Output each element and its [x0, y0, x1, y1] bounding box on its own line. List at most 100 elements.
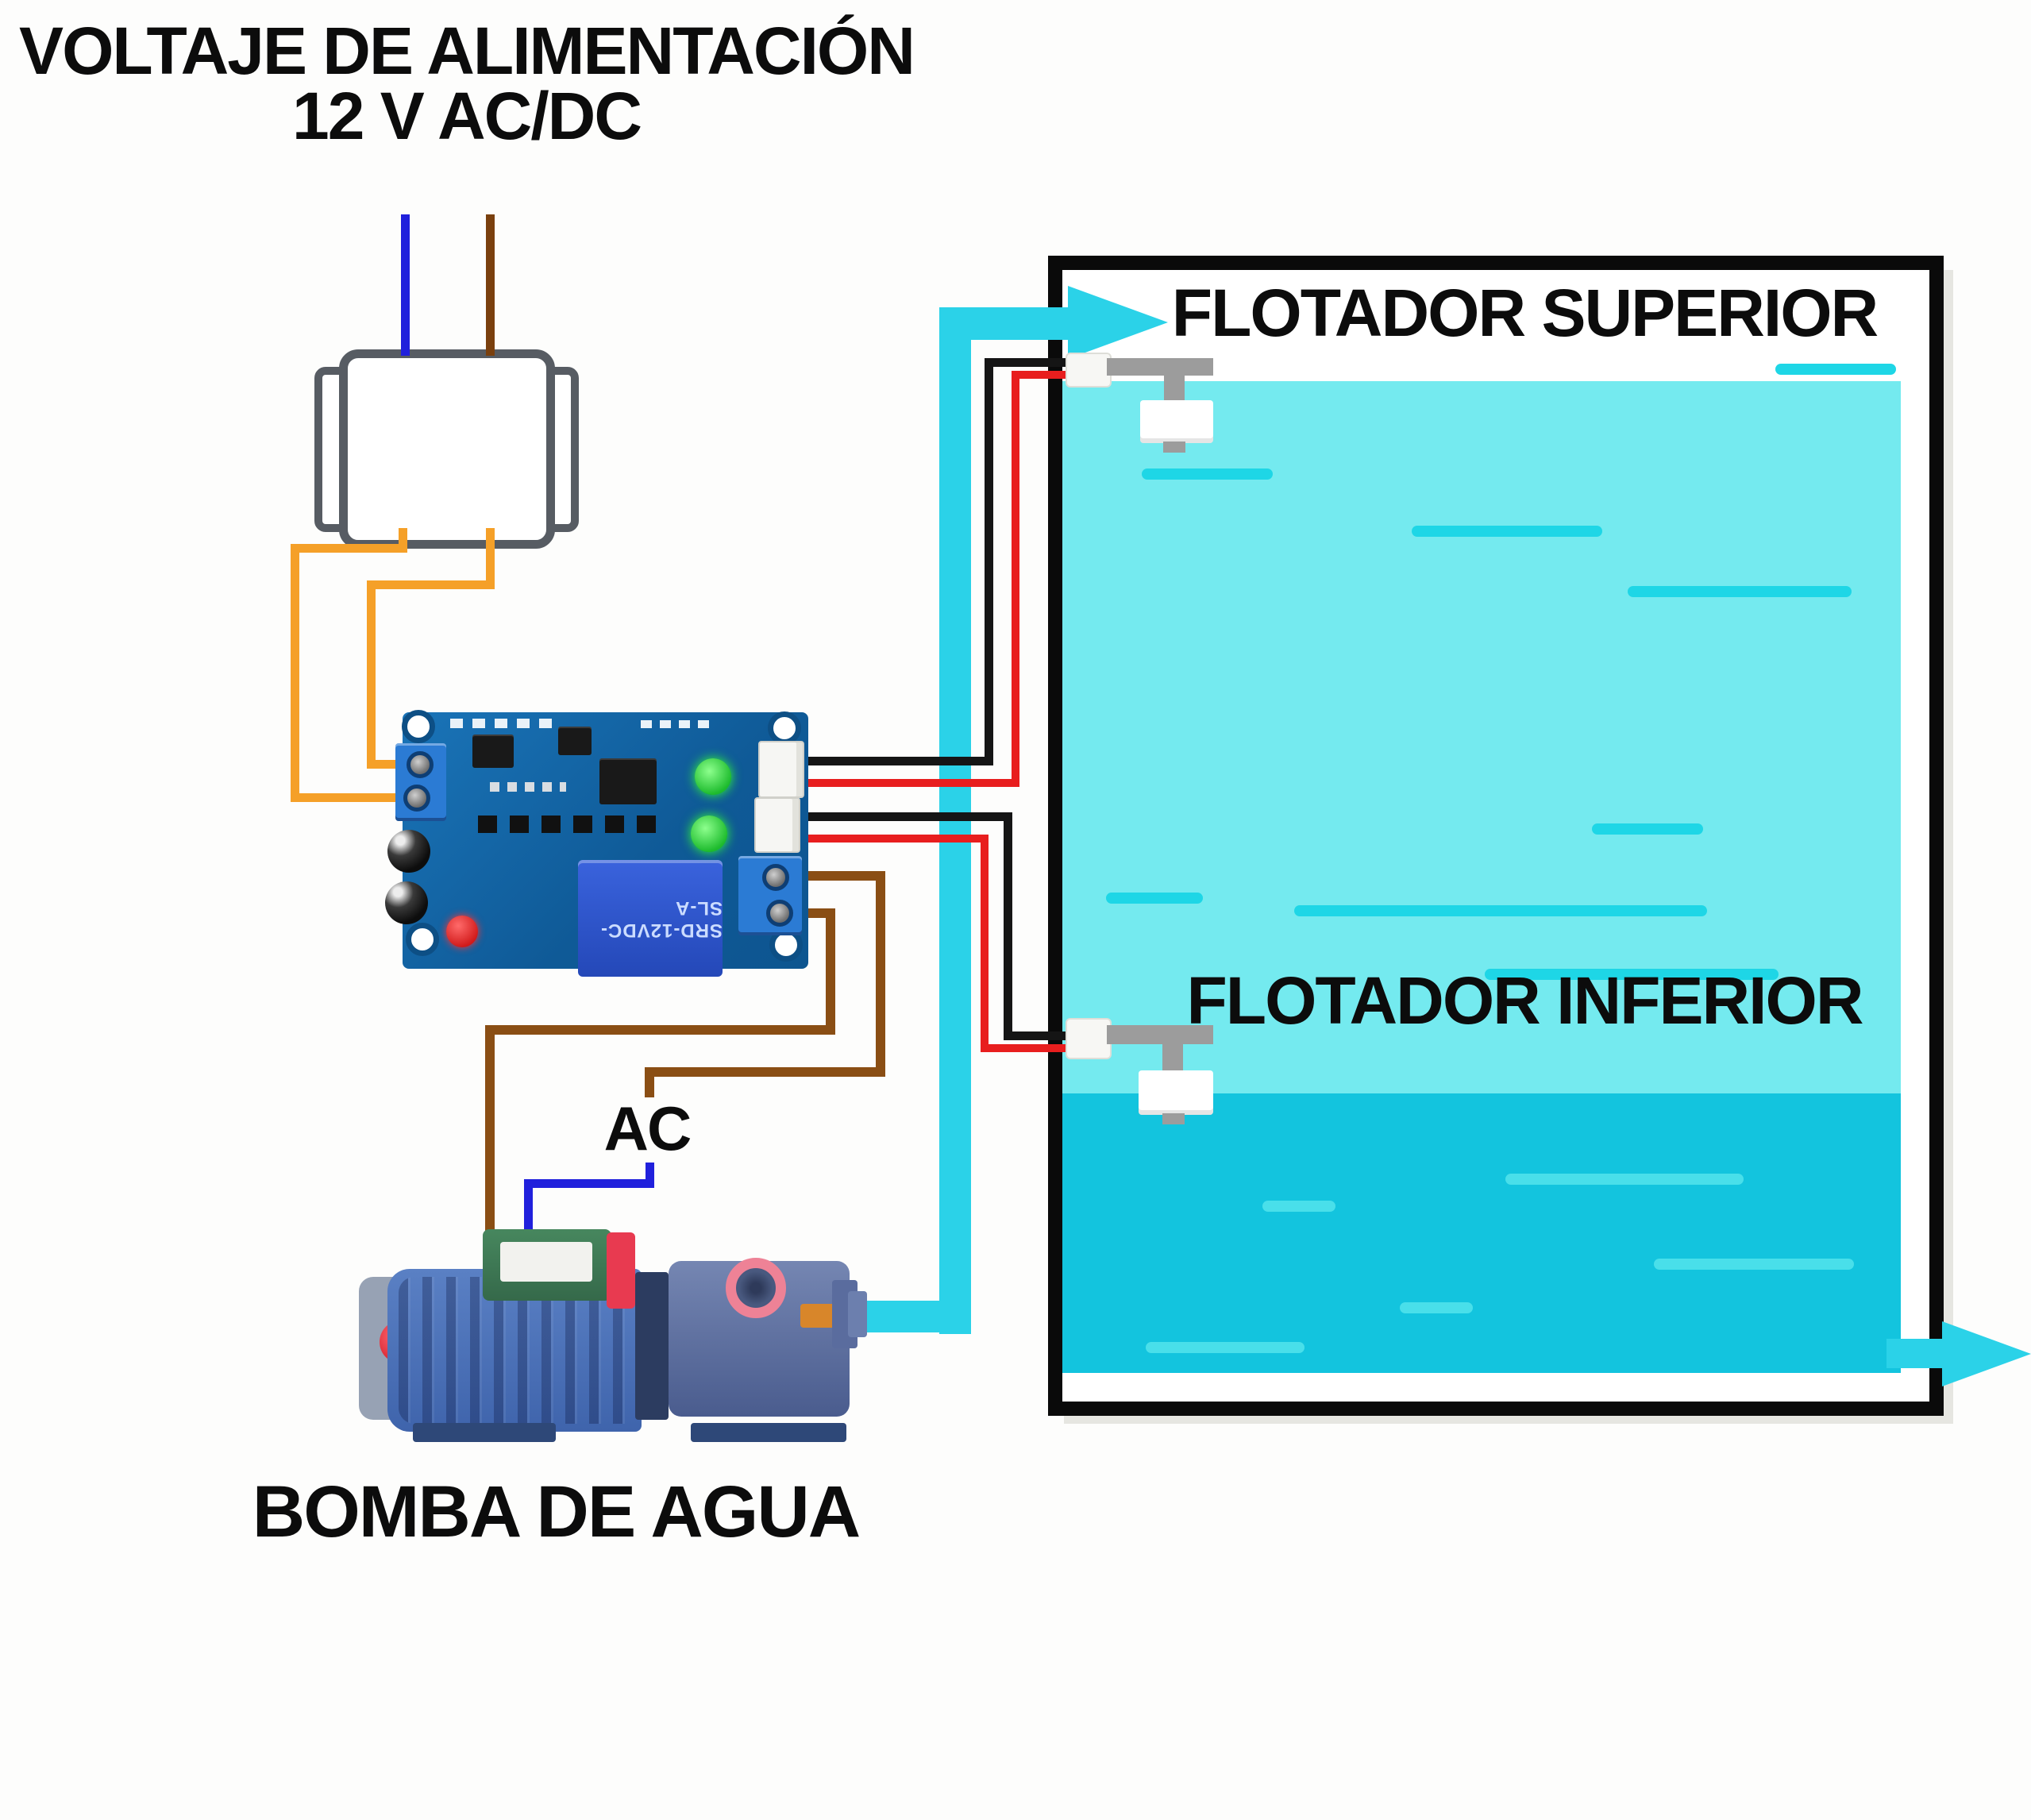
power-terminal-block	[395, 743, 446, 821]
sensor-connector-lower	[754, 797, 800, 853]
ac-label: AC	[603, 1093, 692, 1163]
upper-float-label: FLOTADOR SUPERIOR	[1171, 276, 1879, 350]
mounting-hole	[402, 710, 435, 743]
water-streak	[1412, 526, 1602, 537]
terminal-screw	[766, 900, 793, 927]
water-streak	[1294, 905, 1707, 916]
lower-float-tip	[1162, 1113, 1185, 1124]
resistor-row	[478, 816, 661, 833]
relay-brown-b-h2	[485, 1025, 835, 1035]
relay-text: SRD-12VDC-SL-A	[599, 897, 723, 941]
relay-control-board: SRD-12VDC-SL-A	[385, 710, 808, 977]
lower-float-label: FLOTADOR INFERIOR	[1186, 963, 1863, 1038]
lower-float-wire-red-h2	[981, 1044, 1080, 1052]
silkscreen-marks	[641, 720, 712, 728]
pump-label: BOMBA DE AGUA	[252, 1471, 861, 1552]
pump-coupling	[635, 1272, 669, 1420]
transformer-body	[339, 349, 555, 549]
orange-wire-a-seg4	[291, 793, 429, 802]
lower-float-connector	[1066, 1018, 1112, 1059]
upper-float-connector	[1066, 353, 1112, 388]
water-streak	[1654, 1259, 1854, 1270]
sensor-connector-upper	[758, 741, 804, 798]
pump-blue-h	[524, 1179, 654, 1188]
silkscreen-marks	[450, 719, 553, 728]
pump-dial	[726, 1258, 786, 1318]
outlet-flow-arrow-icon	[1942, 1321, 2031, 1386]
lower-float-wire-black-v	[1004, 812, 1012, 1040]
pipe-inlet-horizontal	[939, 307, 1068, 340]
orange-wire-b-seg1	[486, 528, 495, 589]
water-streak	[1142, 468, 1273, 480]
pump-flange-cap	[848, 1291, 867, 1337]
terminal-screw	[403, 785, 430, 812]
ac-stub-blue	[646, 1163, 654, 1188]
upper-float-wire-red-h1	[798, 779, 1019, 787]
water-streak	[1628, 586, 1852, 597]
smd-components	[490, 782, 566, 792]
water-streak	[1106, 893, 1203, 904]
outlet-pipe-stub	[1886, 1339, 1942, 1368]
green-led	[691, 816, 727, 852]
transformer-input-wire-brown	[486, 214, 495, 356]
upper-float-wire-red-v	[1012, 371, 1019, 787]
lower-float-wire-red-v	[981, 835, 989, 1052]
water-streak	[1505, 1174, 1744, 1185]
ac-stub-brown	[645, 1067, 654, 1097]
water-streak	[1775, 364, 1896, 375]
upper-float-arm	[1107, 358, 1213, 376]
title-line2: 12 V AC/DC	[291, 79, 642, 153]
relay-brown-a-h2	[645, 1067, 885, 1077]
water-lower-region	[1062, 1093, 1901, 1373]
pipe-vertical	[939, 308, 971, 1334]
water-streak	[1262, 1201, 1335, 1212]
ic-chip	[599, 758, 657, 804]
title-line1: VOLTAJE DE ALIMENTACIÓN	[19, 13, 915, 88]
pump-foot	[691, 1423, 846, 1442]
water-streak	[1592, 823, 1703, 835]
upper-float-wire-black-h1	[798, 757, 993, 765]
orange-wire-a-seg2	[291, 544, 407, 553]
lower-float-wire-black-h1	[798, 812, 1012, 821]
relay-brown-a-h1	[800, 871, 885, 881]
relay-brown-a-v1	[876, 871, 885, 1077]
orange-wire-b-seg2	[367, 580, 495, 589]
relay-brown-b-v1	[826, 908, 835, 1035]
upper-float-wire-red-h2	[1012, 371, 1080, 379]
water-pump	[357, 1223, 867, 1449]
lower-float-arm	[1107, 1025, 1213, 1044]
pump-blue-v	[524, 1179, 533, 1247]
lower-float-stem	[1162, 1025, 1183, 1078]
terminal-box-label	[500, 1242, 592, 1282]
capacitor	[385, 881, 428, 924]
lower-float-wire-red-h1	[798, 835, 989, 843]
upper-float-wire-black-v	[985, 358, 993, 765]
relay: SRD-12VDC-SL-A	[578, 860, 723, 977]
mounting-hole	[768, 711, 801, 745]
capacitor	[387, 830, 430, 873]
pump-red-bracket	[607, 1232, 635, 1309]
pump-foot	[413, 1423, 556, 1442]
green-led	[695, 758, 731, 795]
transistor	[472, 735, 514, 768]
water-streak	[1146, 1342, 1305, 1353]
terminal-screw	[762, 864, 789, 891]
water-tank	[1048, 256, 1944, 1416]
transformer-input-wire-blue	[401, 214, 410, 356]
red-led	[446, 916, 478, 947]
relay-brown-b-v2	[485, 1025, 495, 1247]
water-streak	[1485, 969, 1779, 980]
mounting-hole	[406, 923, 439, 956]
lower-float-wire-black-h2	[1004, 1031, 1080, 1040]
orange-wire-a-seg1	[399, 528, 407, 553]
orange-wire-a-seg3	[291, 544, 299, 802]
lower-float-body	[1139, 1070, 1213, 1115]
inlet-flow-arrow-icon	[1068, 286, 1168, 359]
upper-float-tip	[1163, 442, 1185, 453]
water-streak	[1400, 1302, 1473, 1313]
motor-fins	[399, 1277, 637, 1424]
pump-terminal-box	[483, 1229, 611, 1301]
relay-terminal-block	[738, 856, 802, 935]
terminal-screw	[407, 751, 434, 778]
